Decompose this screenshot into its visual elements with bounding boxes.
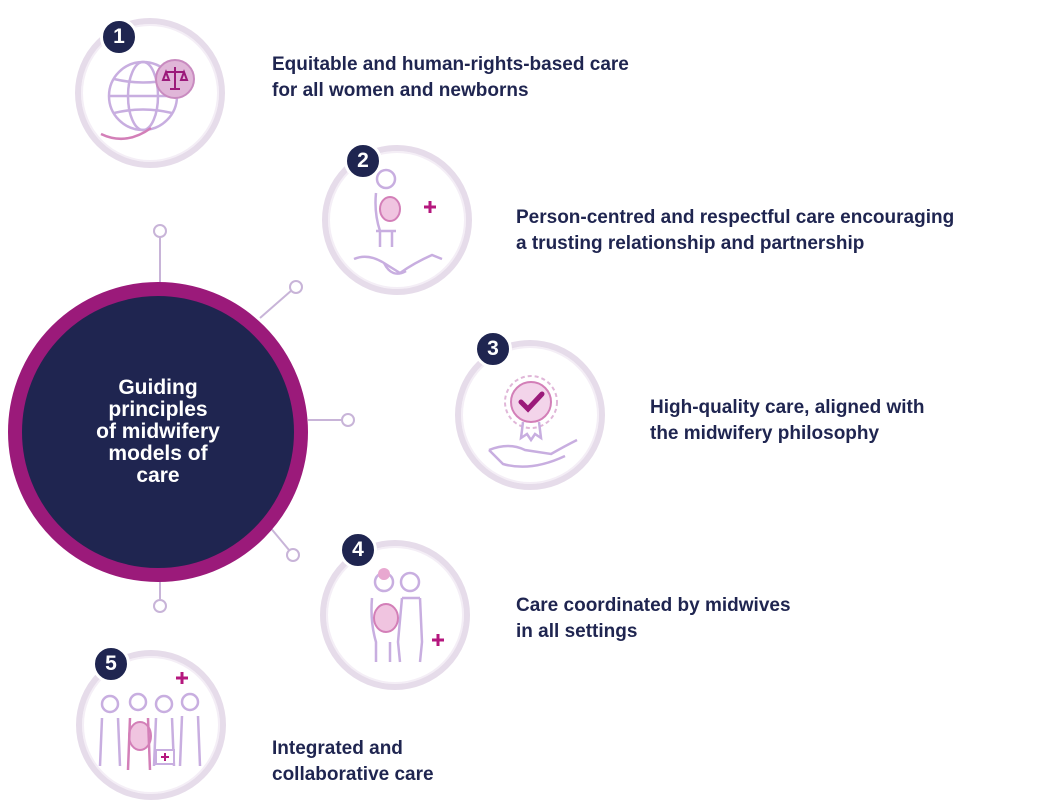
pregnant-woman-handshake-icon — [353, 168, 443, 275]
principle-3-icon-circle — [455, 340, 605, 490]
hub-title: Guiding principles of midwifery models o… — [96, 376, 220, 487]
principle-2-label: Person-centred and respectful care encou… — [516, 207, 955, 254]
principle-1-label: Equitable and human-rights-based care fo… — [272, 54, 629, 101]
quality-badge-hand-icon — [488, 375, 578, 468]
principle-4-number-badge: 4 — [339, 531, 377, 569]
central-hub: Guiding principles of midwifery models o… — [8, 282, 308, 582]
principle-4-label: Care coordinated by midwives in all sett… — [516, 595, 791, 642]
principle-2-number-badge: 2 — [344, 142, 382, 180]
principle-3-label: High-quality care, aligned with the midw… — [650, 397, 925, 444]
principle-5-label: Integrated and collaborative care — [272, 738, 434, 785]
principle-4-icon-circle — [320, 540, 470, 690]
principle-1-icon-circle — [75, 18, 225, 168]
globe-scales-icon — [100, 59, 195, 141]
principle-3-number-badge: 3 — [474, 330, 512, 368]
principle-1-number-badge: 1 — [100, 18, 138, 56]
midwife-with-pregnant-woman-icon — [370, 568, 444, 663]
principle-5-number-badge: 5 — [92, 645, 130, 683]
care-team-icon — [98, 672, 202, 771]
